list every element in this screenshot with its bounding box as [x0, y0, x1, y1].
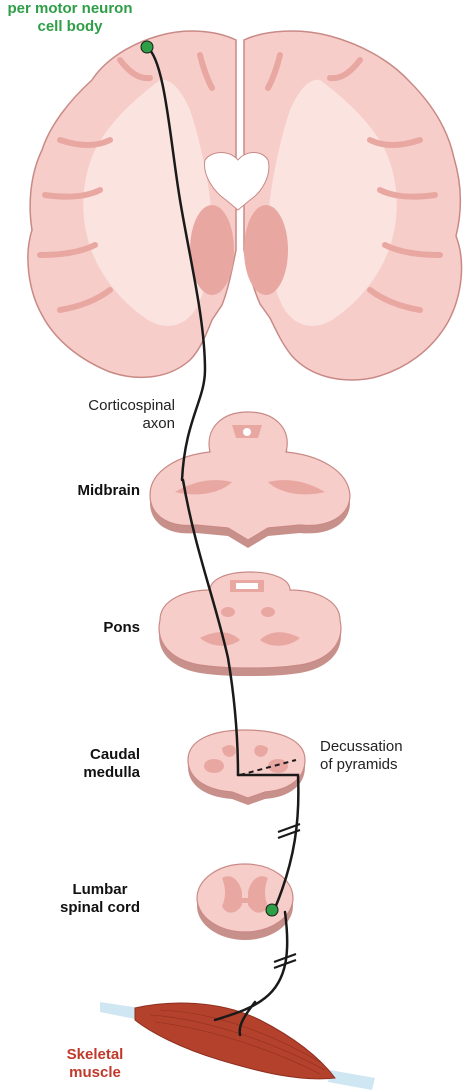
- upper-motor-neuron-label-line1: per motor neuron: [7, 0, 133, 17]
- brain-coronal-section: [27, 30, 463, 381]
- break-mark-upper: [277, 823, 301, 839]
- midbrain-label: Midbrain: [30, 482, 141, 500]
- decussation-label: Decussation of pyramids: [320, 738, 470, 774]
- break-mark-lower: [273, 953, 297, 969]
- left-white-matter: [83, 79, 213, 326]
- caudal-medulla-section: [187, 729, 306, 805]
- midbrain-label-text: Midbrain: [77, 482, 141, 499]
- decussation-label-line2: of pyramids: [320, 756, 398, 773]
- muscle-label-line2: muscle: [69, 1064, 121, 1081]
- skeletal-muscle-label: Skeletal muscle: [40, 1046, 150, 1082]
- corticospinal-axon: [145, 45, 300, 1037]
- caudal-medulla-label: Caudal medulla: [30, 746, 140, 782]
- pons-label: Pons: [30, 619, 140, 637]
- corticospinal-label-line1: Corticospinal: [88, 397, 175, 414]
- upper-motor-neuron-label: per motor neuron cell body: [0, 0, 140, 36]
- upper-motor-neuron-label-line2: cell body: [37, 18, 103, 35]
- right-white-matter: [267, 79, 397, 326]
- decussation-label-line1: Decussation: [320, 738, 403, 755]
- decussation-dashed-line: [239, 759, 297, 776]
- midbrain-section: [149, 411, 351, 548]
- skeletal-muscle: [100, 1002, 375, 1090]
- muscle-label-line1: Skeletal: [66, 1046, 124, 1063]
- lumbar-spinal-cord-label: Lumbar spinal cord: [40, 881, 160, 917]
- lateral-ventricles: [204, 152, 270, 211]
- caudal-label-line2: medulla: [83, 764, 140, 781]
- left-deep-nuclei: [190, 205, 234, 295]
- caudal-label-line1: Caudal: [89, 746, 140, 763]
- pons-label-text: Pons: [103, 619, 140, 636]
- upper-motor-neuron-cell-body: [140, 40, 154, 54]
- corticospinal-label-line2: axon: [142, 415, 175, 432]
- lower-motor-neuron-cell-body: [265, 903, 279, 917]
- right-deep-nuclei: [244, 205, 288, 295]
- lumbar-label-line2: spinal cord: [59, 899, 141, 916]
- corticospinal-axon-label: Corticospinal axon: [60, 397, 175, 433]
- pons-section: [158, 571, 342, 676]
- lumbar-label-line1: Lumbar: [72, 881, 128, 898]
